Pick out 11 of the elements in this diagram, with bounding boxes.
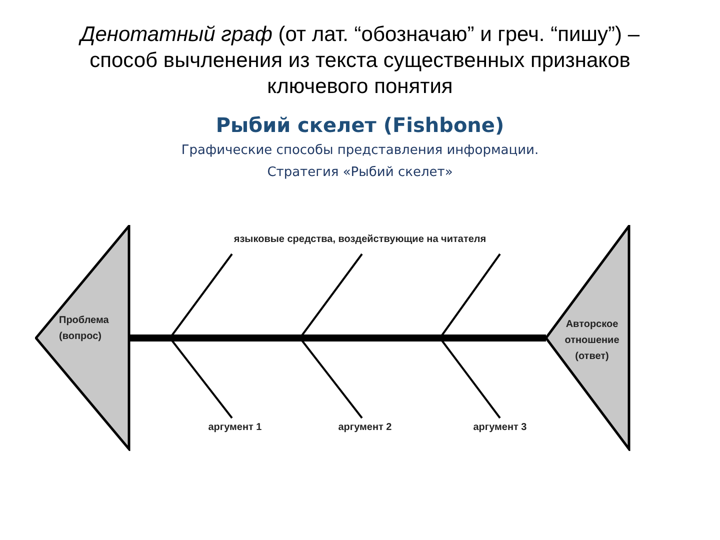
heading-text: Рыбий скелет (Fishbone): [214, 113, 506, 137]
title-text: Денотатный граф (от лат. “обозначаю” и греч. “пишу”) – способ вычленения из текста существенных признаков ключевого понятия: [78, 22, 641, 100]
bone-label: аргумент 3: [472, 421, 528, 435]
bone-label: аргумент 1: [207, 421, 263, 435]
spine-line: [130, 334, 546, 342]
subtitle-text: Графические способы представления информации.: [180, 143, 540, 158]
node-label: Проблема (вопрос): [59, 314, 110, 344]
node-label: Авторское отношение (ответ): [564, 318, 620, 364]
bone-label: аргумент 2: [337, 421, 393, 435]
bone-label: языковые средства, воздействующие на читателя: [232, 233, 488, 247]
subtitle-text: Стратегия «Рыбий скелет»: [266, 165, 454, 180]
